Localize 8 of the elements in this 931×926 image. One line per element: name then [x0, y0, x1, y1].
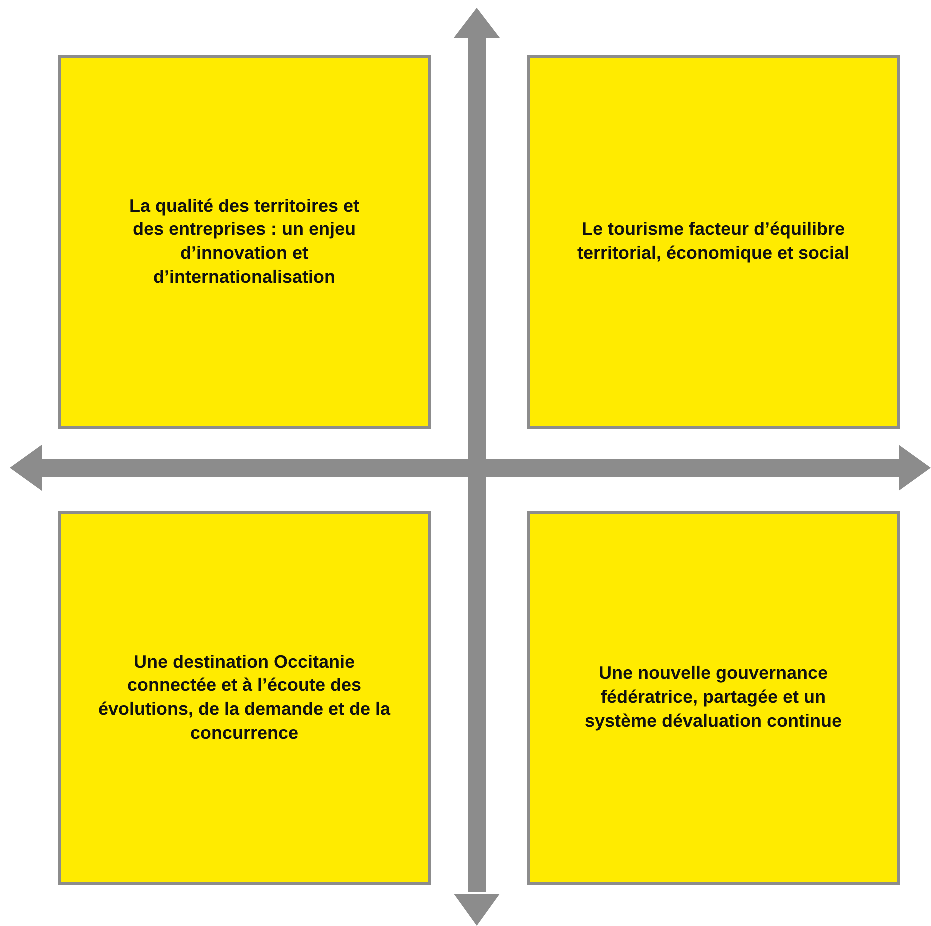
- quadrant-box: [527, 511, 900, 885]
- quadrant-box: [58, 511, 431, 885]
- quadrant-text: Le tourisme facteur d’équilibre territorial, économique et social: [576, 218, 851, 265]
- quadrant-box: [58, 55, 431, 429]
- quadrant-text: Une destination Occitanie connectée et à l’écoute des évolutions, de la demande et de la concurrence: [97, 650, 392, 745]
- quadrant-box: [527, 55, 900, 429]
- quadrant-text: La qualité des territoires et des entreprises : un enjeu d’innovation et d’internationalisation: [128, 194, 361, 289]
- quadrant-text: Une nouvelle gouvernance fédératrice, partagée et un système dévaluation continue: [584, 662, 844, 733]
